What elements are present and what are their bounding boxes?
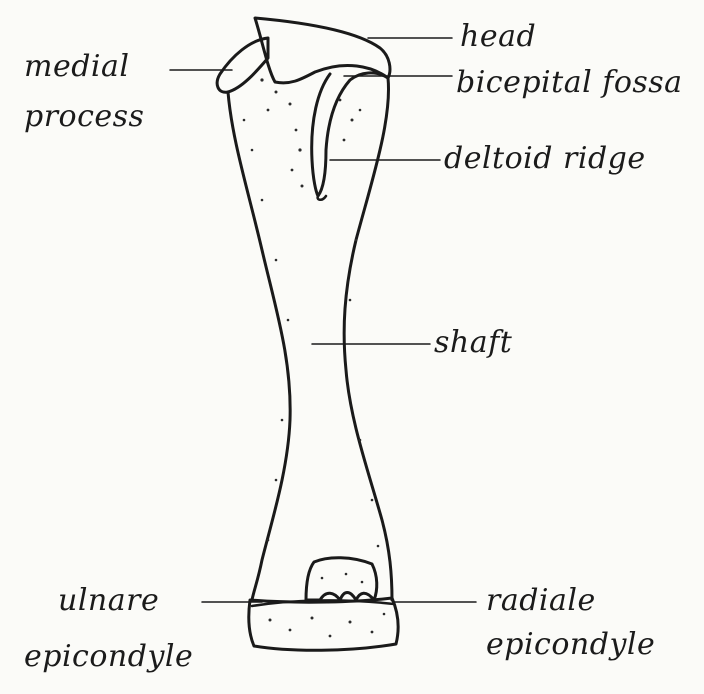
leader-lines [170,38,476,602]
label-radiale-2: epicondyle [486,630,655,660]
label-shaft: shaft [434,328,512,358]
label-radiale-1: radiale [486,586,596,616]
label-ulnare-2: epicondyle [24,642,193,672]
label-medial-process-2: process [24,102,144,132]
label-head: head [460,22,536,52]
label-ulnare-1: ulnare [58,586,159,616]
label-deltoid-ridge: deltoid ridge [444,144,646,174]
bone-outline [217,18,398,650]
label-bicipital-fossa: bicepital fossa [456,68,683,98]
label-medial-process-1: medial [24,52,129,82]
